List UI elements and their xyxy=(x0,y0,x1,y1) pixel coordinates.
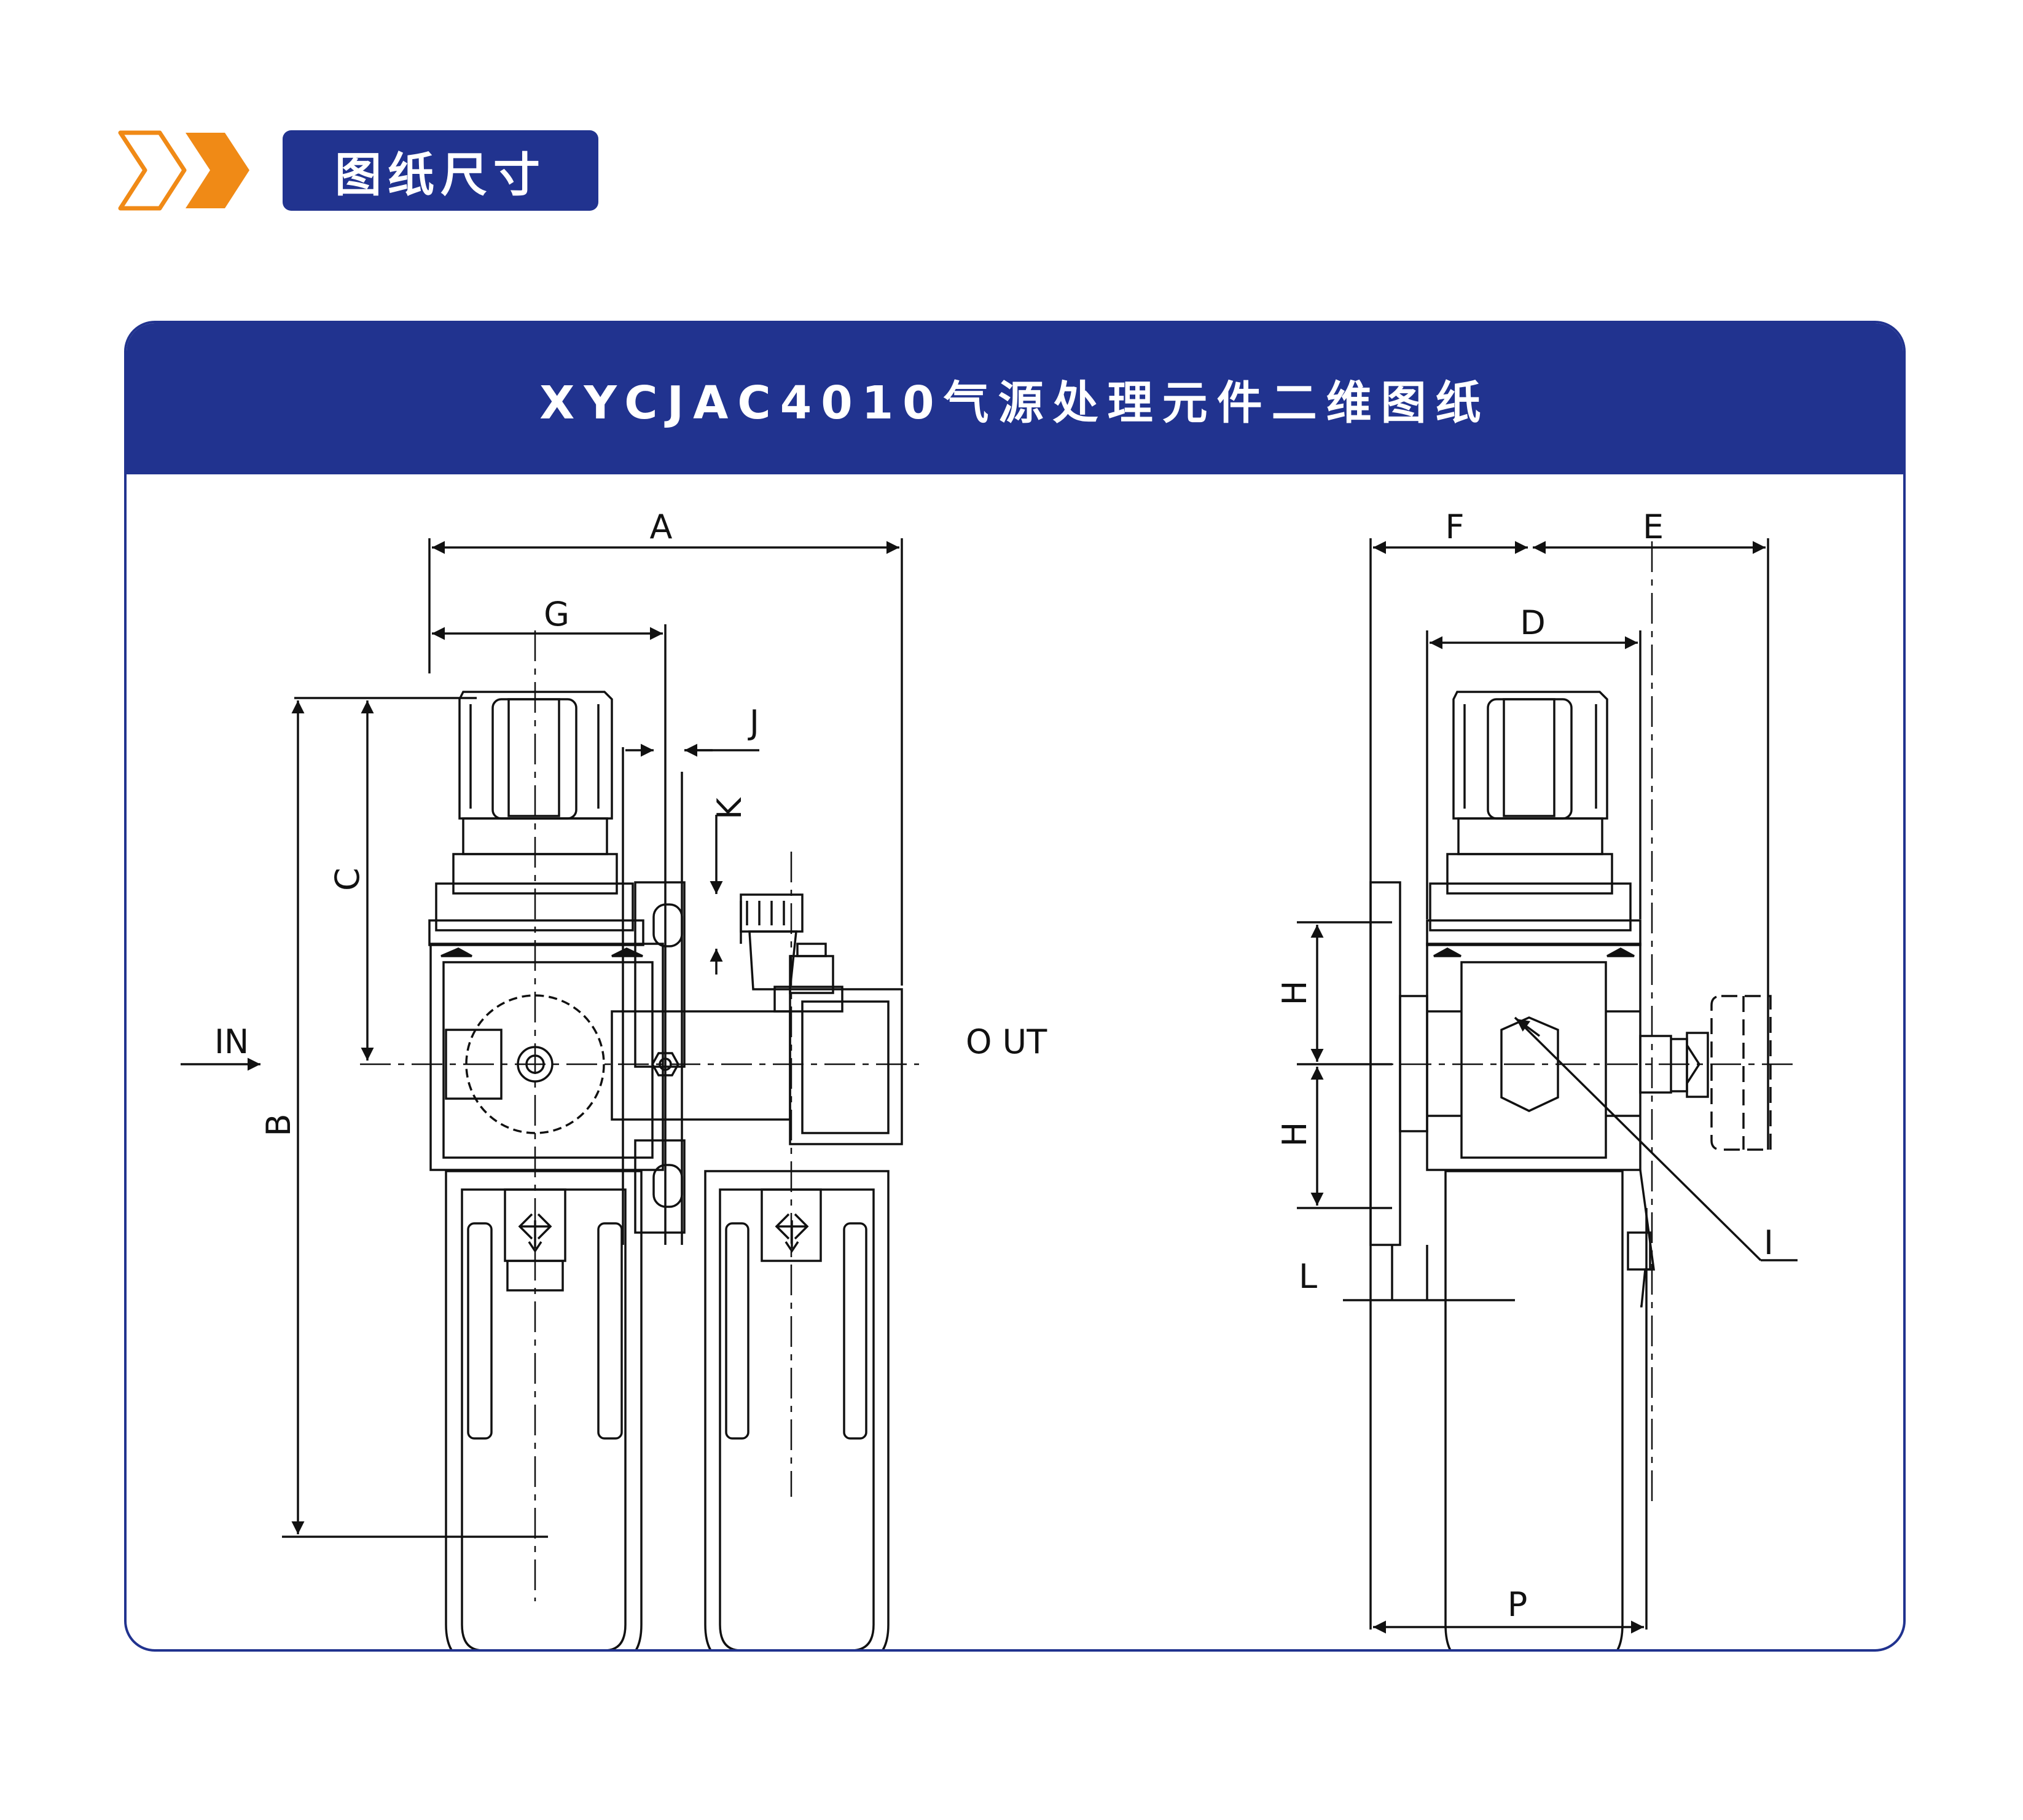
dim-label-L: L xyxy=(1299,1257,1317,1296)
dim-label-A: A xyxy=(650,508,673,546)
dim-label-P: P xyxy=(1508,1585,1528,1624)
technical-drawing: A G J K C B IN O UT xyxy=(181,508,1798,1649)
section-title: 图纸尺寸 xyxy=(283,130,598,211)
card-title: XYCJAC4010气源处理元件二维图纸 xyxy=(127,323,1903,474)
port-label-in: IN xyxy=(214,1022,249,1061)
double-chevron-right-icon xyxy=(118,130,249,211)
dim-label-I: I xyxy=(1764,1223,1774,1262)
dim-label-D: D xyxy=(1520,603,1546,642)
port-label-out: O UT xyxy=(966,1022,1047,1061)
dim-label-C: C xyxy=(328,868,367,891)
dim-label-J: J xyxy=(748,703,759,742)
front-view xyxy=(181,538,919,1649)
dim-label-K: K xyxy=(710,797,749,820)
dim-label-B: B xyxy=(259,1113,298,1136)
dim-label-G: G xyxy=(544,595,569,633)
drawing-card: XYCJAC4010气源处理元件二维图纸 xyxy=(124,321,1906,1652)
dim-label-H-upper: H xyxy=(1275,981,1314,1006)
dim-label-E: E xyxy=(1643,508,1664,546)
dim-label-F: F xyxy=(1445,508,1464,546)
side-view xyxy=(1297,538,1798,1649)
dim-label-H-lower: H xyxy=(1275,1122,1314,1147)
